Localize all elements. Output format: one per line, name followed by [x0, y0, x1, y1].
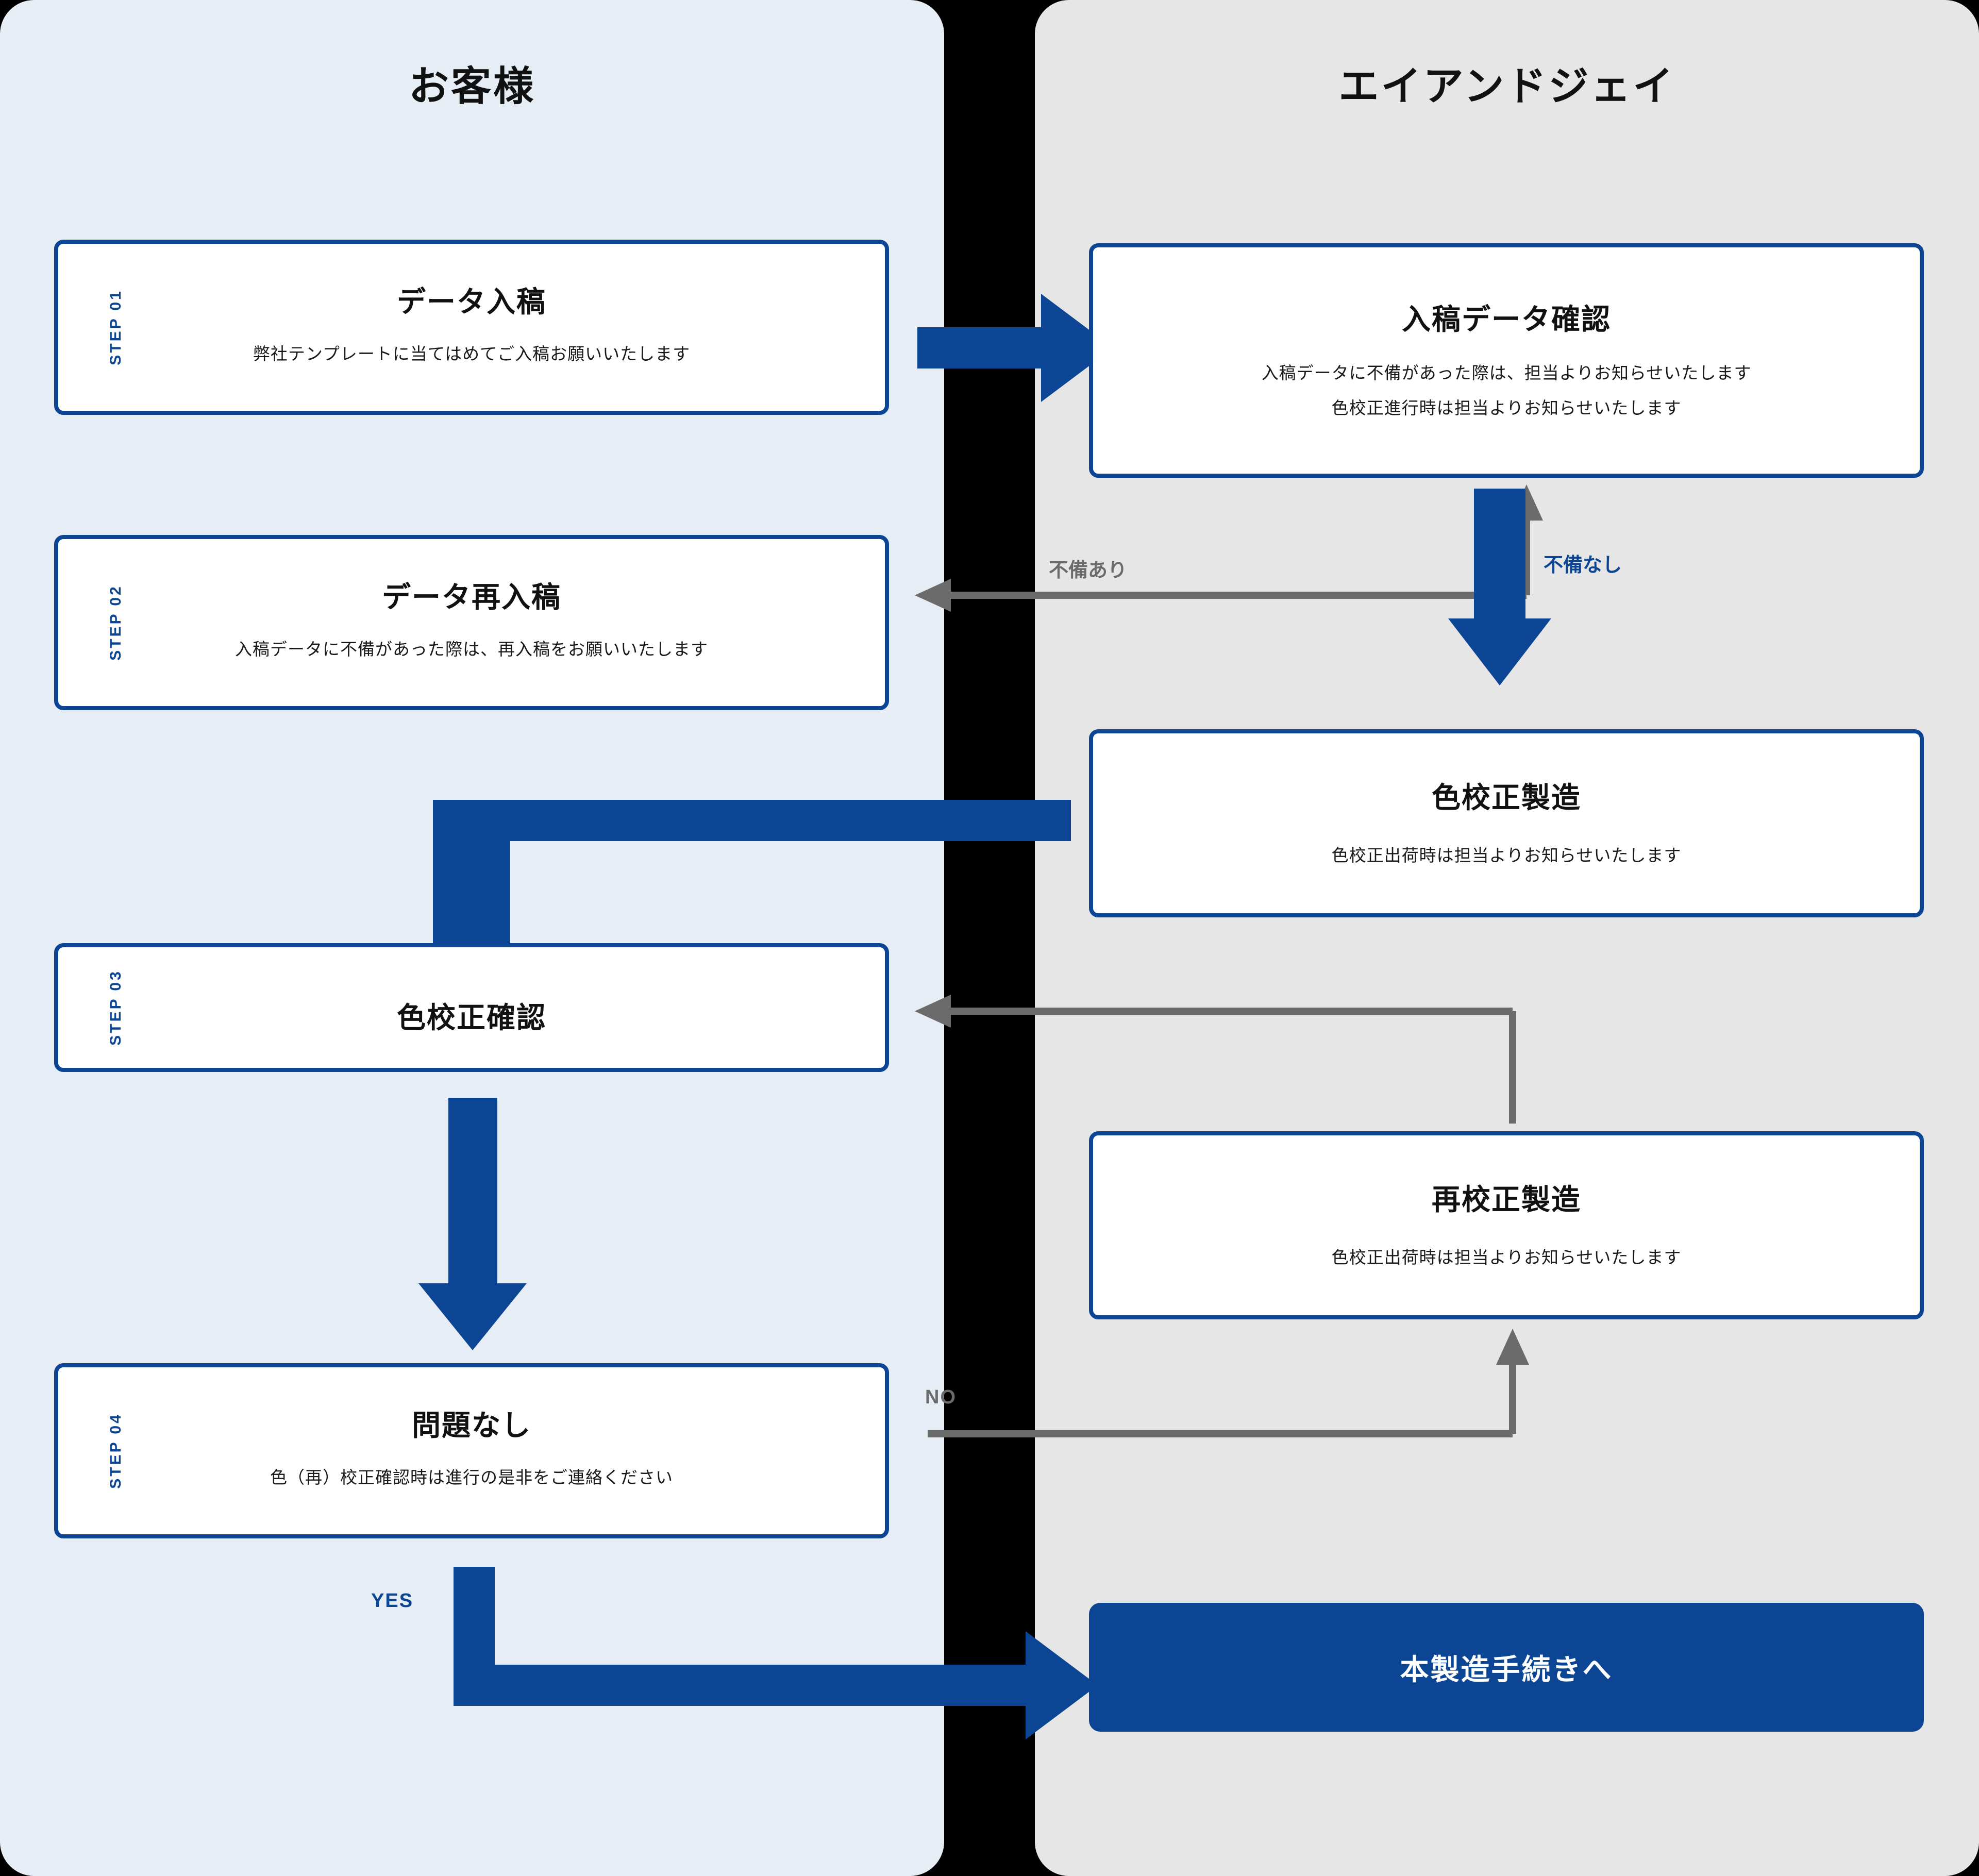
cta-label: 本製造手続きへ — [1400, 1653, 1613, 1686]
vendor-box-3-title: 再校正製造 — [1432, 1183, 1581, 1216]
step-box-04[interactable]: STEP 04 問題なし 色（再）校正確認時は進行の是非をご連絡ください — [54, 1363, 889, 1538]
step-04-title: 問題なし — [412, 1409, 531, 1442]
vendor-box-data-check[interactable]: 入稿データ確認 入稿データに不備があった際は、担当よりお知らせいたします 色校正… — [1089, 243, 1924, 478]
step-02-title: データ再入稿 — [382, 581, 561, 613]
step-box-03[interactable]: STEP 03 色校正確認 — [54, 943, 889, 1072]
vendor-box-color-proof[interactable]: 色校正製造 色校正出荷時は担当よりお知らせいたします — [1089, 729, 1924, 917]
vendor-box-2-title: 色校正製造 — [1432, 781, 1581, 814]
edge-label-yes: YES — [371, 1590, 414, 1612]
step-03-title: 色校正確認 — [397, 1001, 546, 1034]
lane-customer-title: お客様 — [408, 63, 535, 109]
vendor-box-1-desc-1: 入稿データに不備があった際は、担当よりお知らせいたします — [1261, 363, 1752, 382]
step-box-02[interactable]: STEP 02 データ再入稿 入稿データに不備があった際は、再入稿をお願いいたし… — [54, 535, 889, 710]
edge-label-defect-no: 不備なし — [1544, 555, 1622, 576]
step-box-01[interactable]: STEP 01 データ入稿 弊社テンプレートに当てはめてご入稿お願いいたします — [54, 240, 889, 415]
step-02-desc: 入稿データに不備があった際は、再入稿をお願いいたします — [235, 640, 708, 659]
vendor-box-1-title: 入稿データ確認 — [1402, 303, 1611, 336]
edge-label-no: NO — [925, 1386, 957, 1408]
step-01-title: データ入稿 — [397, 286, 546, 318]
edge-label-defect-yes: 不備あり — [1049, 560, 1128, 581]
lane-vendor-title: エイアンドジェイ — [1338, 63, 1675, 109]
vendor-box-reproof[interactable]: 再校正製造 色校正出荷時は担当よりお知らせいたします — [1089, 1131, 1924, 1319]
step-04-desc: 色（再）校正確認時は進行の是非をご連絡ください — [270, 1468, 673, 1487]
cta-button-production[interactable]: 本製造手続きへ — [1089, 1603, 1924, 1732]
step-01-desc: 弊社テンプレートに当てはめてご入稿お願いいたします — [253, 344, 691, 363]
vendor-box-1-desc-2: 色校正進行時は担当よりお知らせいたします — [1331, 398, 1682, 417]
vendor-box-2-desc: 色校正出荷時は担当よりお知らせいたします — [1331, 846, 1682, 865]
vendor-box-3-desc: 色校正出荷時は担当よりお知らせいたします — [1331, 1248, 1682, 1267]
